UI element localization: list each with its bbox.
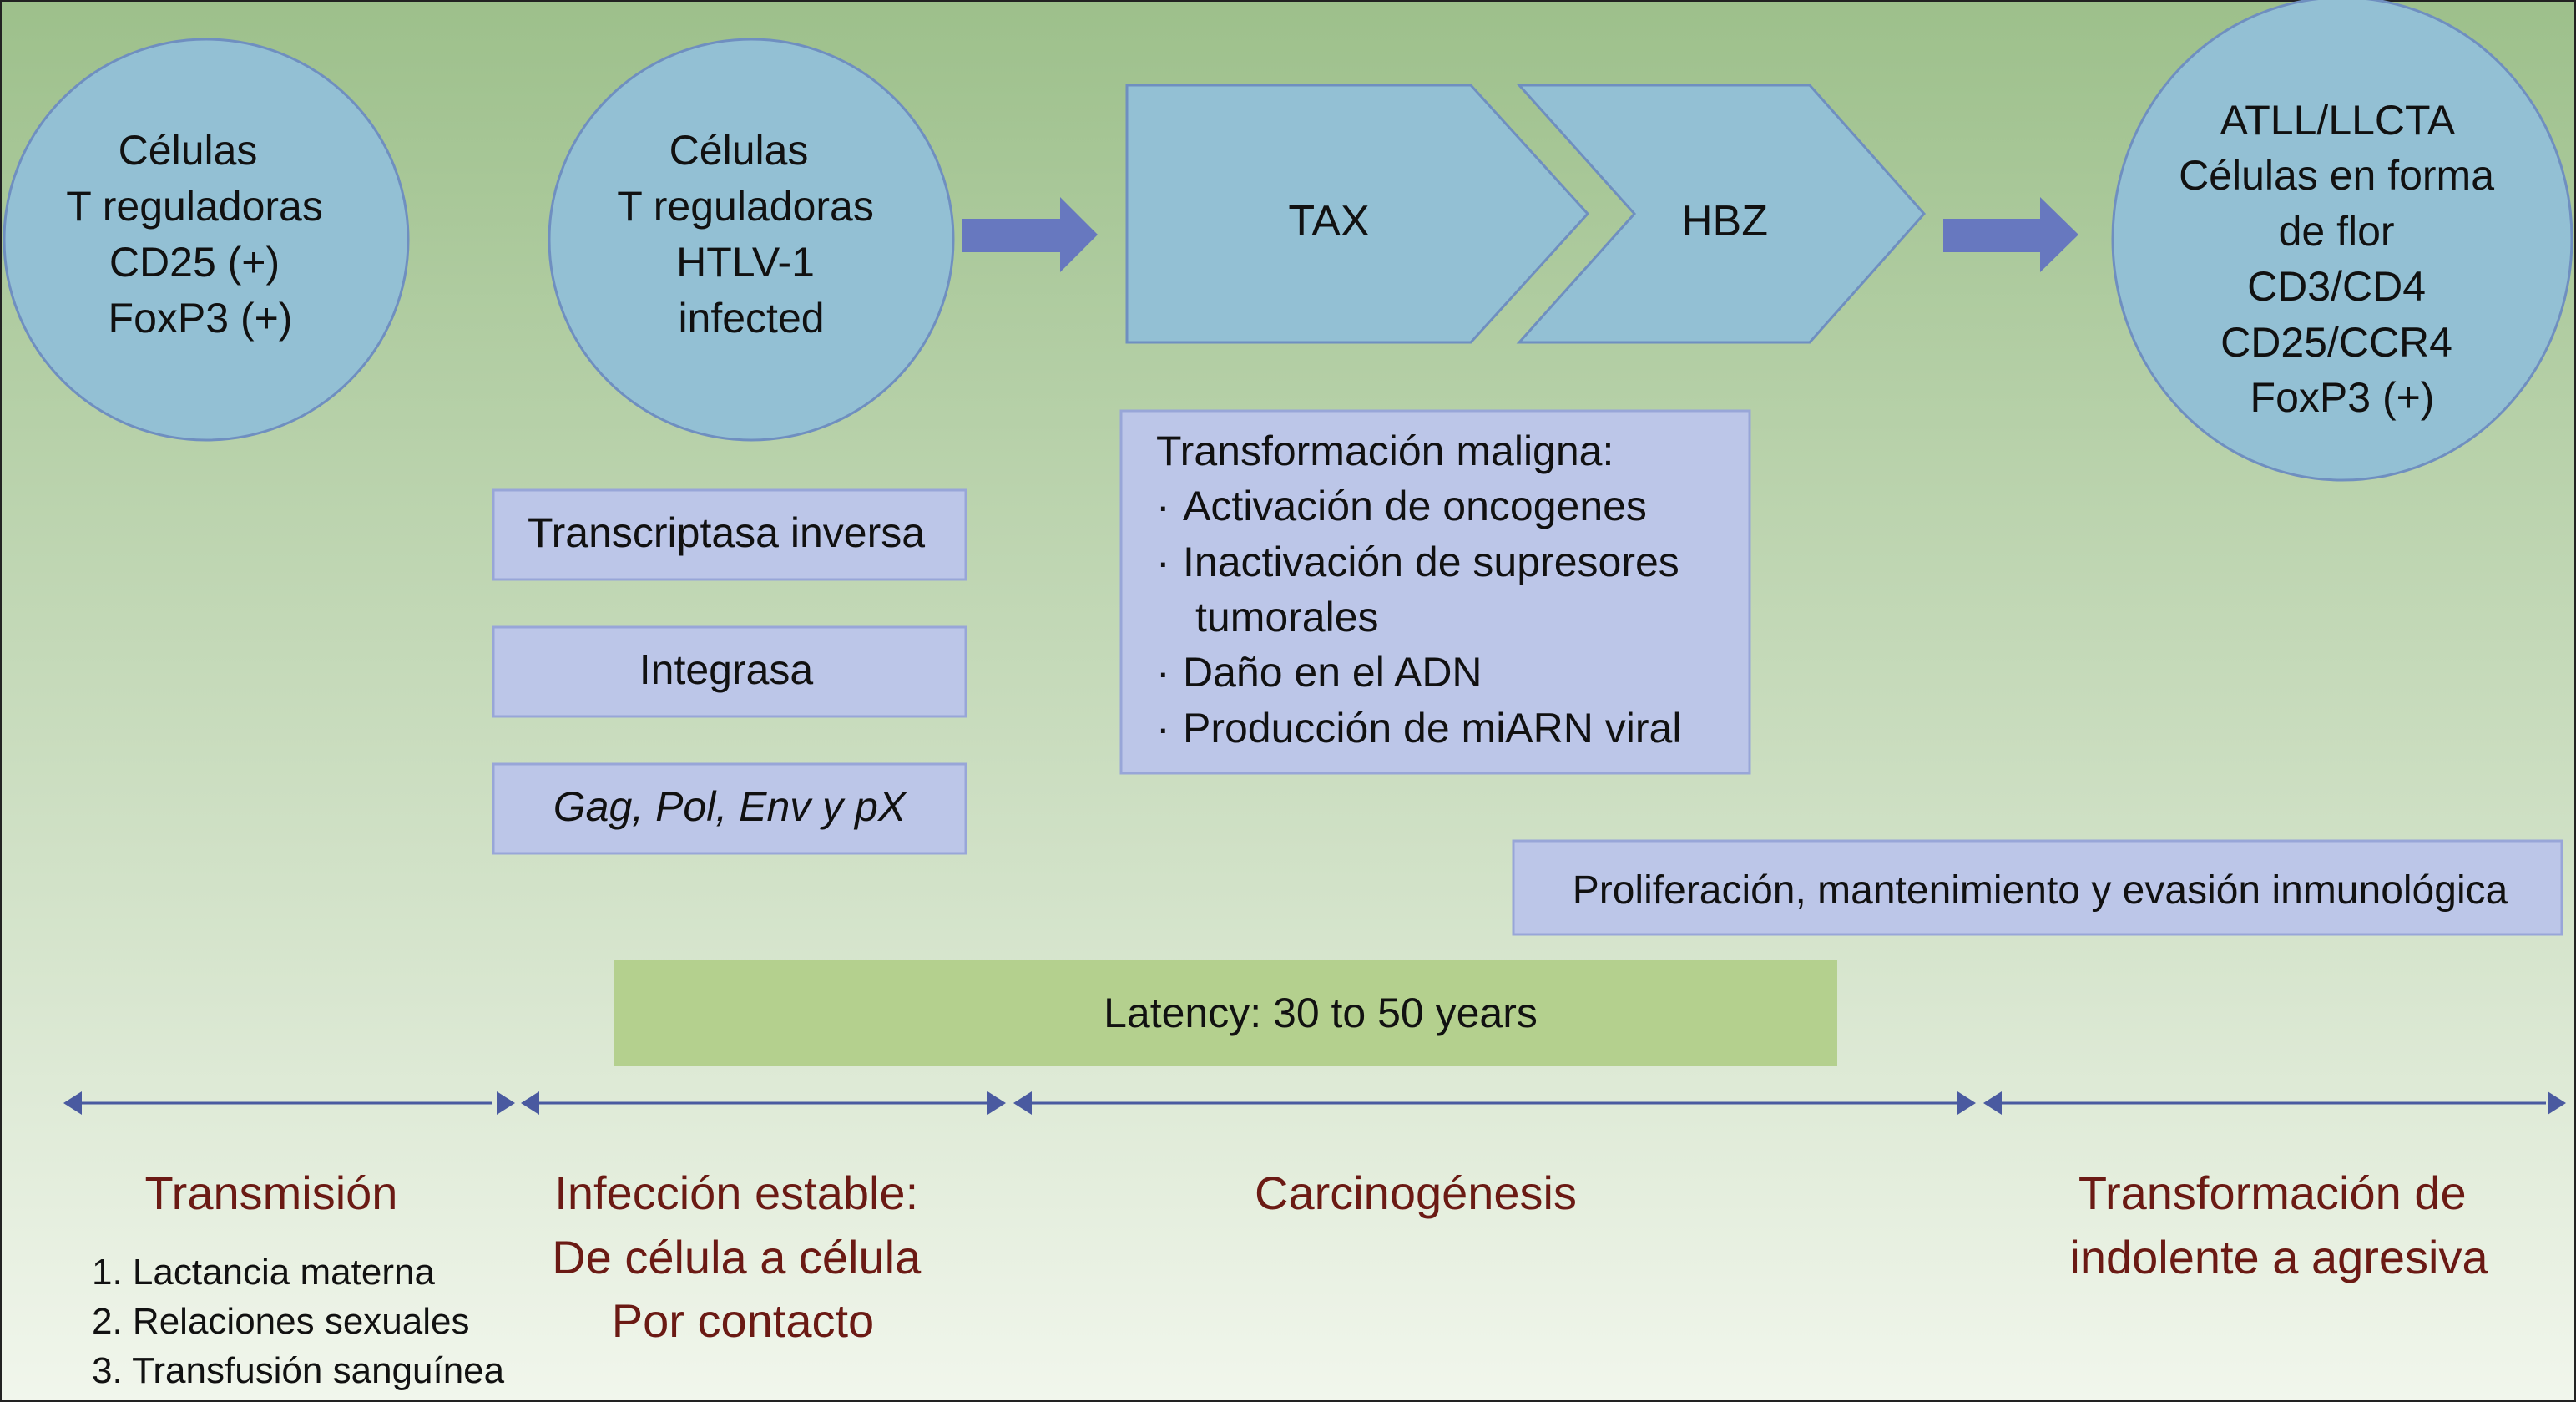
treg-line-4: FoxP3 (+)	[109, 295, 293, 342]
atll-line-3: de flor	[2279, 208, 2395, 255]
timeline-segment-infeccion	[521, 1091, 1006, 1115]
tax-chevron: TAX	[1125, 84, 1590, 344]
infected-line-1: Células	[669, 127, 809, 174]
transformacion-title: Transformación maligna:	[1156, 428, 1614, 474]
stage-transformacion: Transformación de indolente a agresiva	[2069, 1167, 2488, 1283]
svg-text:·Producción de miARN viral: · Producción de miARN viral	[1156, 705, 1681, 752]
atll-cells-circle: ATLL/LLCTA Células en forma de flor CD3/…	[2111, 0, 2573, 482]
infected-line-2: T reguladoras	[617, 183, 874, 230]
treg-line-3: CD25 (+)	[109, 239, 280, 286]
svg-text:ATLL/LLCTA Células en fo: ATLL/LLCTA Células en forma de flor CD3/…	[2179, 97, 2506, 421]
svg-text:·Activación de oncogenes: · Activación de oncogenes	[1156, 483, 1647, 529]
timeline	[63, 1091, 2566, 1115]
bullet-4: ·	[1156, 705, 1170, 752]
svg-text:Células T reguladoras: Células T reguladoras CD25 (+) FoxP3 (+)	[66, 127, 335, 342]
timeline-segment-transformacion	[1983, 1091, 2566, 1115]
timeline-segment-carcinogenesis	[1013, 1091, 1976, 1115]
svg-text:1. Lactancia materna 2.: 1. Lactancia materna 2. Relaciones sexua…	[92, 1252, 505, 1391]
timeline-segment-transmision	[63, 1091, 515, 1115]
stage-carcinogenesis: Carcinogénesis	[1255, 1167, 1577, 1219]
svg-text:Transformación maligna:: Transformación maligna:	[1156, 428, 1614, 474]
bullet-1: ·	[1156, 483, 1170, 529]
infected-line-3: HTLV-1	[676, 239, 815, 286]
treg-line-1: Células	[119, 127, 258, 174]
genes-box: Gag, Pol, Env y pX	[492, 762, 967, 855]
infeccion-line-2: De célula a célula	[552, 1231, 922, 1283]
transmision-title: Transmisión	[145, 1167, 398, 1219]
transformacion-item-2-cont: tumorales	[1195, 594, 1379, 640]
bullet-2: ·	[1156, 539, 1170, 585]
hbz-label: HBZ	[1681, 197, 1768, 245]
proliferacion-label: Proliferación, mantenimiento y evasión i…	[1573, 868, 2508, 913]
transformacion-stage-line-2: indolente a agresiva	[2069, 1231, 2488, 1283]
transformacion-item-1: Activación de oncogenes	[1183, 483, 1647, 529]
atll-line-2: Células en forma	[2179, 152, 2494, 199]
transmision-item-2: 2. Relaciones sexuales	[92, 1301, 469, 1342]
proliferacion-box: Proliferación, mantenimiento y evasión i…	[1512, 839, 2563, 936]
transmision-item-1: 1. Lactancia materna	[92, 1252, 435, 1293]
svg-text:Infección estable: De cé: Infección estable: De célula a célula Po…	[552, 1167, 934, 1347]
transcriptasa-label: Transcriptasa inversa	[528, 509, 925, 556]
svg-text:·Inactivación de supresores: · Inactivación de supresores	[1156, 539, 1679, 585]
infeccion-line-3: Por contacto	[612, 1294, 874, 1347]
transformacion-item-3: Daño en el ADN	[1183, 649, 1482, 696]
atll-line-6: FoxP3 (+)	[2250, 374, 2435, 421]
stage-transmision: Transmisión 1. Lactancia materna 2. Rela…	[92, 1167, 505, 1391]
hbz-chevron: HBZ	[1516, 84, 1927, 344]
carcinogenesis-title: Carcinogénesis	[1255, 1167, 1577, 1219]
arrow-right-icon	[1943, 197, 2078, 272]
treg-line-2: T reguladoras	[66, 183, 323, 230]
transformacion-item-4: Producción de miARN viral	[1183, 705, 1681, 752]
bullet-3: ·	[1156, 649, 1170, 696]
infected-cells-circle: Células T reguladoras HTLV-1 infected	[548, 38, 955, 442]
transmision-item-3: 3. Transfusión sanguínea	[92, 1350, 505, 1391]
tax-label: TAX	[1288, 197, 1369, 245]
transcriptasa-box: Transcriptasa inversa	[492, 488, 967, 581]
infected-line-4: infected	[678, 295, 824, 342]
svg-text:·Daño en el ADN: · Daño en el ADN	[1156, 649, 1482, 696]
transformacion-item-2: Inactivación de supresores	[1183, 539, 1679, 585]
svg-text:Células T reguladoras: Células T reguladoras HTLV-1 infected	[617, 127, 886, 342]
genes-label: Gag, Pol, Env y pX	[553, 783, 907, 830]
transformacion-stage-line-1: Transformación de	[2078, 1167, 2467, 1219]
latency-label: Latency: 30 to 50 years	[1104, 989, 1538, 1036]
integrasa-label: Integrasa	[639, 646, 814, 693]
treg-cells-circle: Células T reguladoras CD25 (+) FoxP3 (+)	[3, 38, 410, 442]
integrasa-box: Integrasa	[492, 625, 967, 718]
atll-line-4: CD3/CD4	[2247, 263, 2426, 310]
svg-text:tumorales: tumorales	[1195, 594, 1379, 640]
atll-line-5: CD25/CCR4	[2220, 319, 2452, 366]
stage-infeccion: Infección estable: De célula a célula Po…	[552, 1167, 934, 1347]
latency-bar: Latency: 30 to 50 years	[614, 960, 1837, 1066]
infeccion-line-1: Infección estable:	[554, 1167, 918, 1219]
svg-text:Transformación de indole: Transformación de indolente a agresiva	[2069, 1167, 2488, 1283]
arrow-right-icon	[962, 197, 1098, 272]
transformacion-maligna-box: Transformación maligna: · Activación de o…	[1119, 409, 1751, 775]
atll-line-1: ATLL/LLCTA	[2220, 97, 2456, 144]
